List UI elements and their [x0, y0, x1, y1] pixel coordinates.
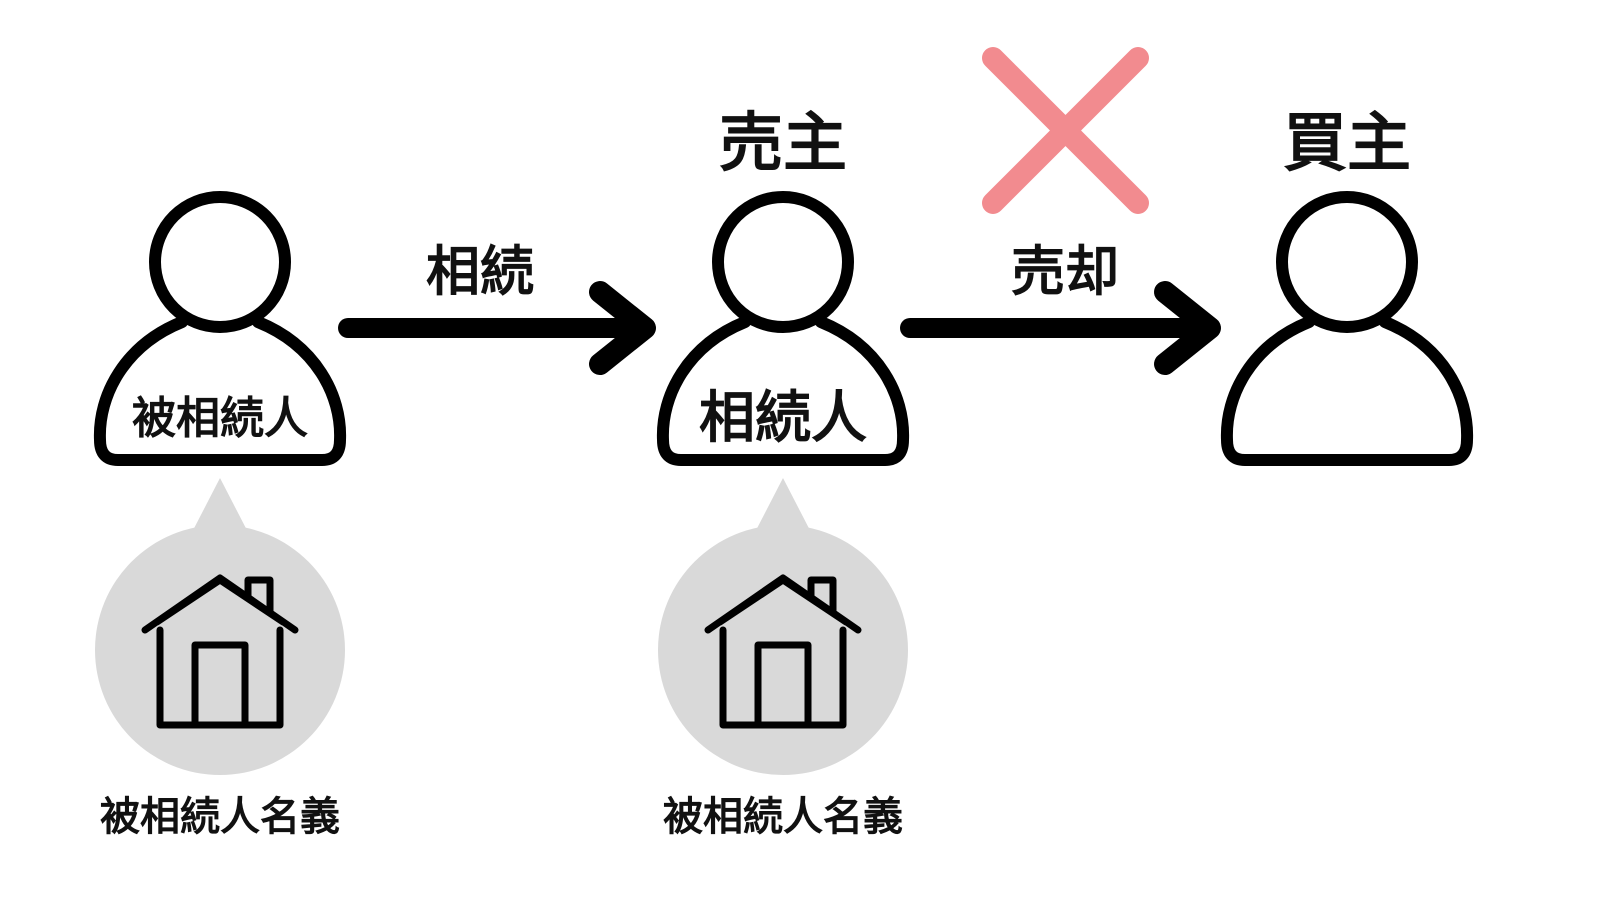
person-body-label: 被相続人: [132, 393, 308, 444]
arrow-inheritance: 相続: [338, 240, 656, 375]
person-decedent: 被相続人 被相続人名義: [93, 191, 347, 840]
person-icon: [656, 191, 910, 466]
arrow-right-icon: [338, 281, 656, 375]
person-heir-seller: 売主 相続人 被相続人名義: [656, 107, 910, 840]
role-label-seller: 売主: [719, 107, 847, 181]
ownership-caption: 被相続人名義: [663, 794, 903, 840]
person-icon: [1220, 191, 1474, 466]
house-icon: [141, 574, 299, 729]
person-icon: [93, 191, 347, 466]
speech-bubble: [95, 478, 345, 775]
arrow-right-icon: [900, 281, 1221, 375]
role-label-buyer: 買主: [1283, 107, 1411, 181]
house-icon: [704, 574, 862, 729]
arrow-label: 売却: [1011, 240, 1119, 303]
arrow-sale: 売却: [900, 47, 1221, 375]
person-body-label: 相続人: [699, 386, 867, 451]
ownership-caption: 被相続人名義: [100, 794, 340, 840]
person-buyer: 買主: [1220, 107, 1474, 466]
arrow-label: 相続: [426, 240, 534, 303]
speech-bubble: [658, 478, 908, 775]
cross-icon: [982, 47, 1149, 214]
